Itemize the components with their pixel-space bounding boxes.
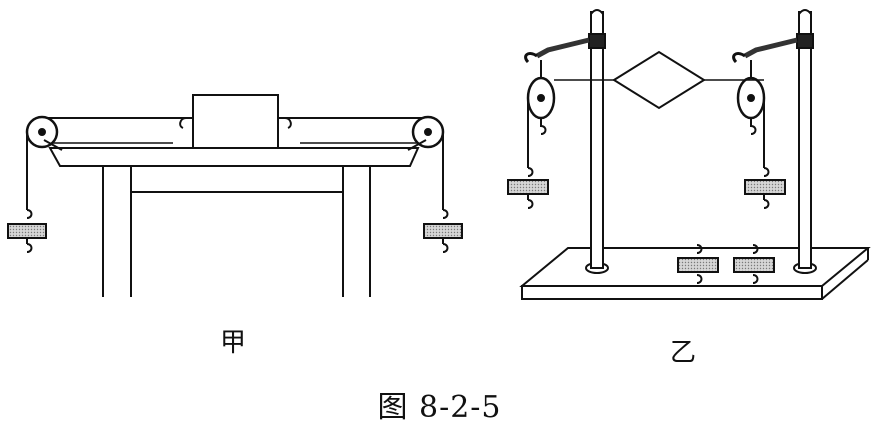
card-diamond: [612, 50, 706, 110]
setup-yi: [507, 9, 871, 300]
label-jia: 甲: [220, 328, 247, 358]
figure-caption: 图 8-2-5: [377, 390, 502, 425]
spring-scale-yi-left: [507, 167, 549, 209]
wooden-block: [192, 94, 279, 149]
pulley-yi-right: [736, 76, 766, 135]
spring-scale-right: [423, 209, 463, 253]
base-board: [519, 247, 871, 300]
spring-scale-on-base-2: [733, 244, 775, 284]
pulley-yi-left: [526, 76, 556, 135]
block-hook-left: [179, 117, 193, 129]
block-hook-right: [278, 117, 292, 129]
spring-scale-yi-right: [744, 167, 786, 209]
spring-scale-left: [7, 209, 47, 253]
spring-scale-on-base-1: [677, 244, 719, 284]
pulley-right: [407, 115, 445, 151]
stand-rod-left: [588, 9, 606, 269]
table-top: [48, 147, 420, 167]
table-legs: [102, 163, 371, 297]
clamp-arm-right: [743, 37, 798, 59]
setup-jia: [7, 94, 463, 297]
clamp-arm-left: [535, 37, 590, 59]
pulley-left: [25, 115, 63, 151]
stand-rod-right: [796, 9, 814, 269]
label-yi: 乙: [670, 338, 697, 368]
